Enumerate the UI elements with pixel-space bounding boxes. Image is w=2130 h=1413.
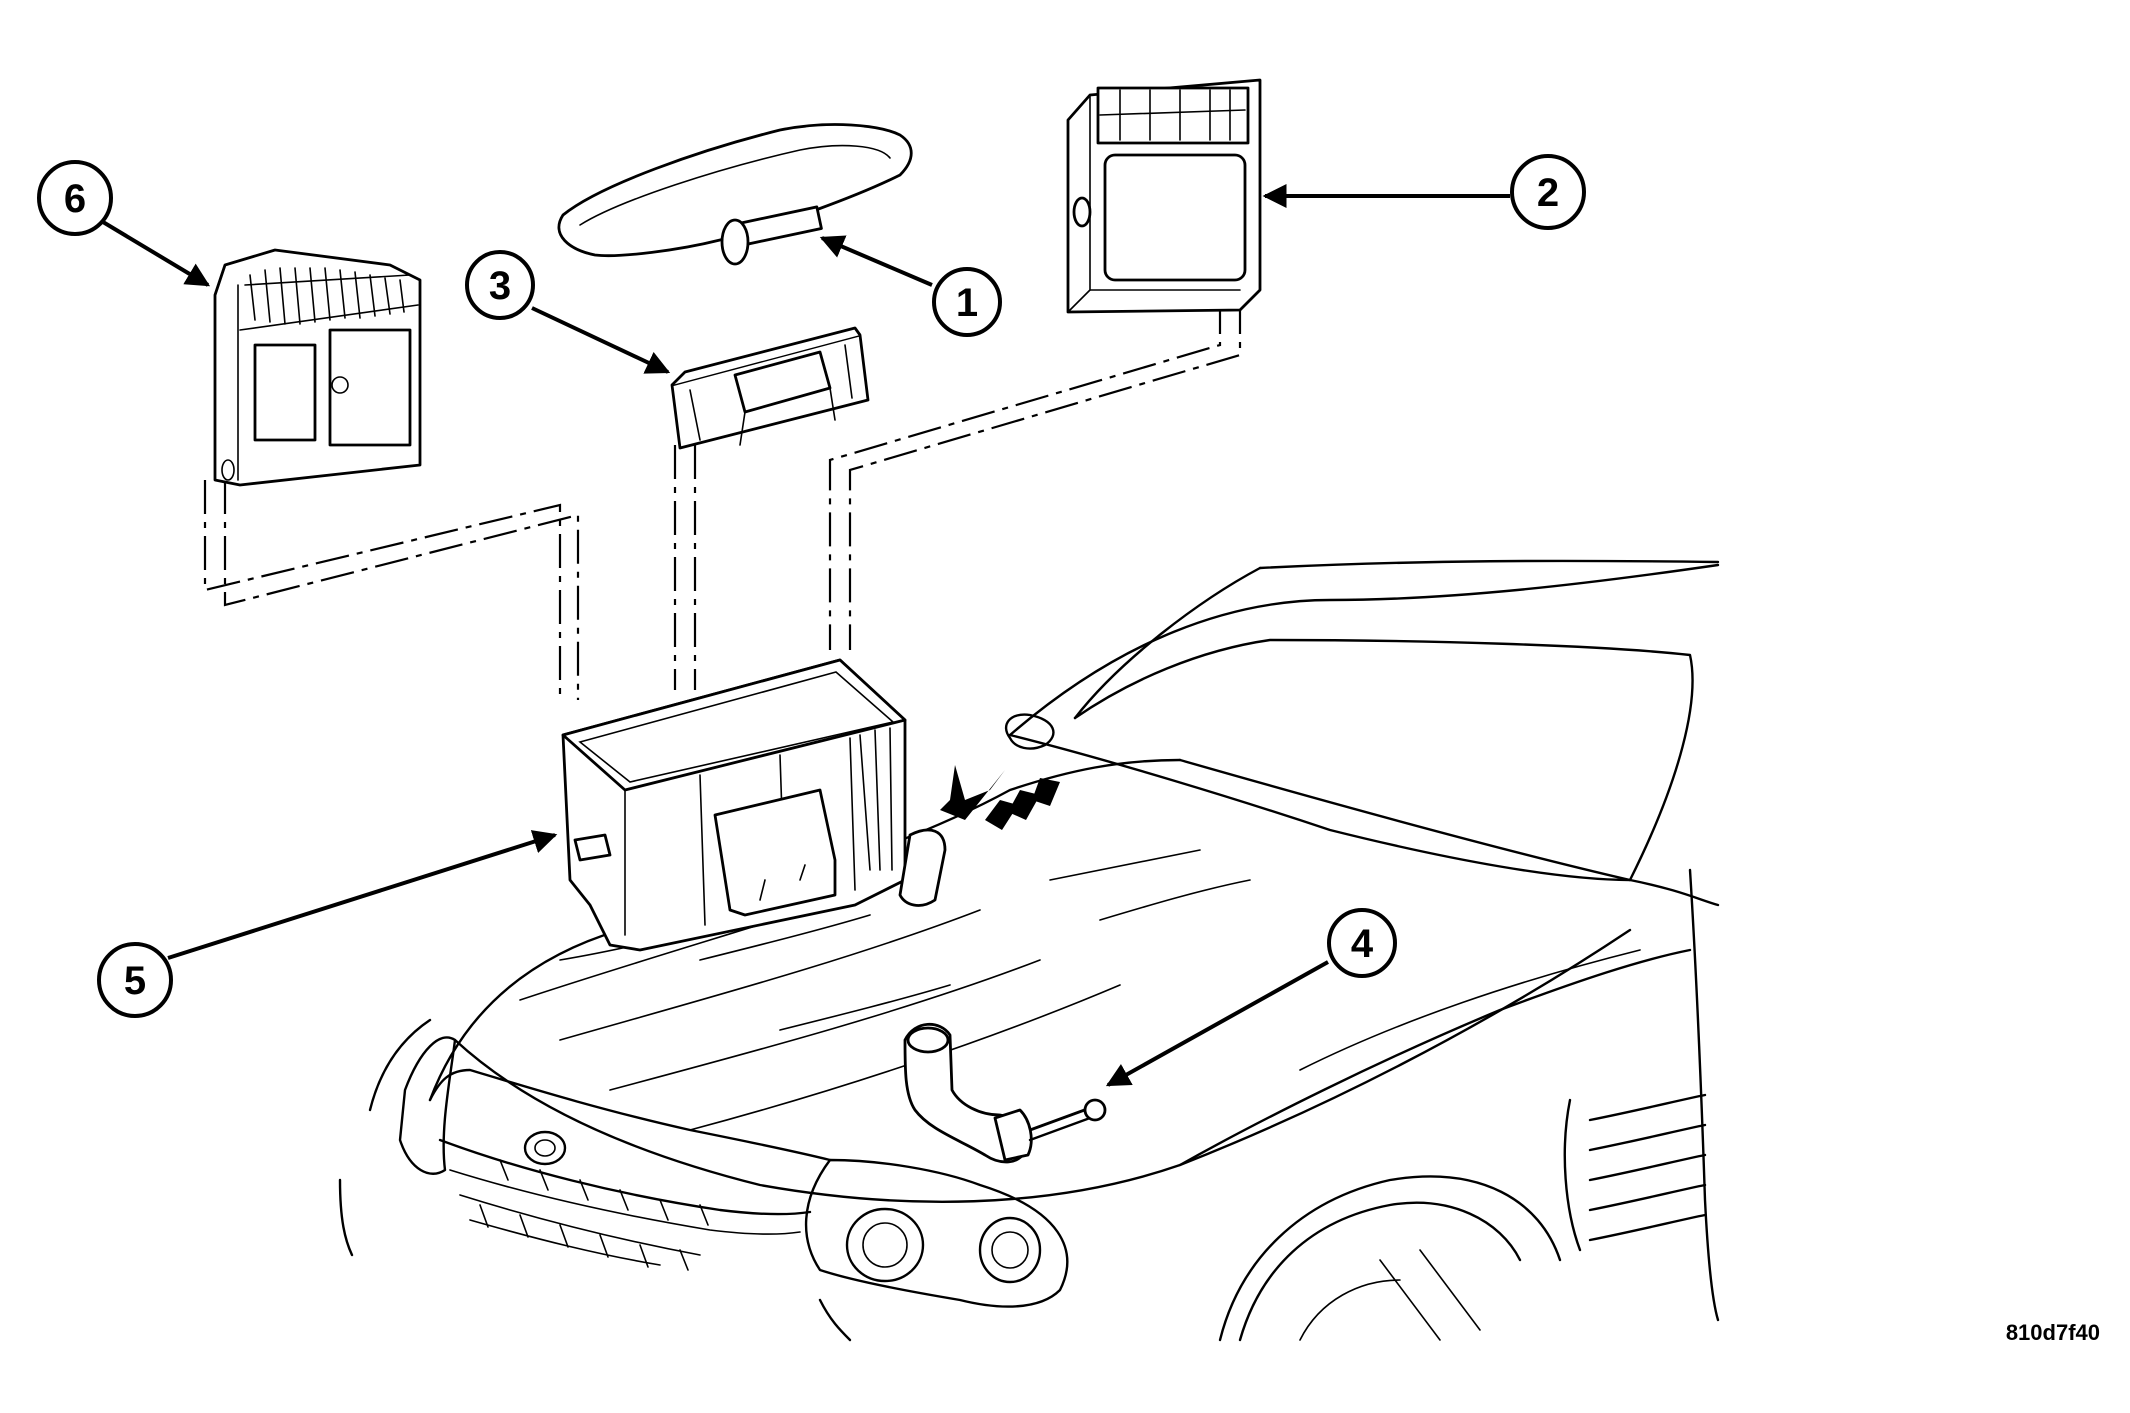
callout-1: 1 — [932, 267, 1002, 337]
vehicle-outline — [338, 559, 1720, 1342]
control-module-part — [1066, 78, 1262, 314]
callout-4-label: 4 — [1351, 922, 1374, 966]
callout-4: 4 — [1327, 908, 1397, 978]
direction-arrow — [940, 765, 1060, 830]
callout-3: 3 — [465, 250, 535, 320]
callout-2: 2 — [1510, 154, 1586, 230]
box-part — [561, 658, 947, 952]
callout-leaders — [101, 184, 1510, 1087]
side-module-part — [213, 248, 422, 487]
sensor-part — [903, 1022, 1107, 1164]
assembly-guide-lines — [203, 300, 1242, 700]
callout-2-label: 2 — [1537, 171, 1559, 215]
cover-part — [557, 123, 913, 266]
bracket-part — [670, 326, 870, 450]
callout-6: 6 — [37, 160, 113, 236]
callout-5-label: 5 — [124, 959, 146, 1003]
callout-3-label: 3 — [489, 264, 511, 308]
callout-6-label: 6 — [64, 177, 86, 221]
callout-1-label: 1 — [956, 281, 978, 325]
callout-5: 5 — [97, 942, 173, 1018]
figure-id: 810d7f40 — [2006, 1320, 2100, 1345]
